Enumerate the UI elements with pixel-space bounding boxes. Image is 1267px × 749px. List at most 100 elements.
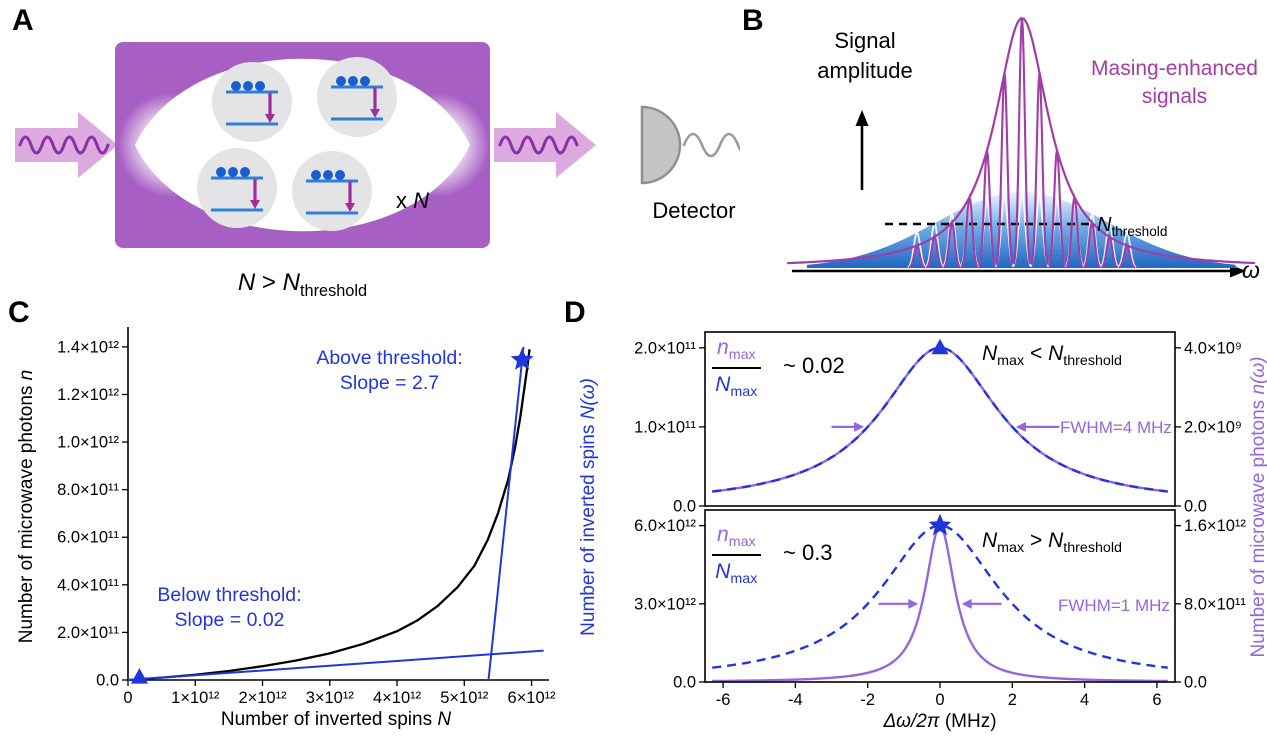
y-tick-label: 1.2×10¹²	[57, 386, 119, 404]
masing-peak	[1100, 234, 1119, 269]
masing-legend-line2: signals	[1141, 85, 1208, 108]
x-tick-label: 6	[1152, 691, 1161, 709]
spin-packet	[315, 55, 399, 139]
panelD-right-axis-title: Number of microwave photons n(ω)	[1248, 356, 1267, 658]
x-tick-label: 0	[935, 691, 944, 709]
left-tick-label: 0.0	[673, 498, 696, 516]
y-tick-label: 0.0	[96, 672, 119, 690]
star-marker	[510, 347, 534, 370]
series-photon-number-curve	[127, 349, 531, 682]
right-tick-label: 0.0	[1184, 498, 1207, 516]
x-tick-label: 1×10¹²	[171, 689, 220, 707]
x-tick-label: 4×10¹²	[373, 689, 422, 707]
unenhanced-signal-peak	[1099, 221, 1120, 268]
maser-cavity	[115, 42, 490, 248]
masing-peak	[1048, 150, 1066, 267]
signal-axis-label-line2: amplitude	[817, 58, 913, 83]
x-tick-label: -4	[788, 691, 803, 709]
cavity-glow-left	[118, 93, 222, 197]
y-tick-label: 8.0×10¹¹	[57, 481, 119, 499]
fwhm-label-top: FWHM=4 MHz	[1060, 418, 1172, 437]
masing-comb-group	[786, 17, 1256, 269]
y-tick-label: 6.0×10¹¹	[57, 529, 119, 547]
left-tick-label: 3.0×10¹²	[634, 595, 696, 613]
panelA-caption: N > Nthreshold	[237, 269, 368, 300]
spin-packet	[290, 149, 374, 233]
triangle-marker	[130, 668, 148, 684]
series-inverted-spins	[712, 524, 1168, 669]
panel-label-A: A	[12, 4, 34, 37]
input-beam-arrow	[15, 112, 118, 178]
masing-legend-line1: Masing-enhanced	[1091, 57, 1258, 80]
y-tick-label: 1.4×10¹²	[57, 338, 119, 356]
right-tick-label: 1.6×10¹²	[1184, 517, 1246, 535]
output-beam-arrow	[494, 112, 596, 178]
unenhanced-signal-peak	[1117, 230, 1137, 268]
spin-packet	[210, 60, 294, 144]
series-inverted-spins	[712, 346, 1168, 493]
detector-signal-wave	[682, 132, 740, 158]
left-tick-label: 6.0×10¹²	[634, 517, 696, 535]
threshold-comparison-bottom: Nmax > Nthreshold	[982, 529, 1122, 557]
right-tick-label: 0.0	[1184, 674, 1207, 692]
above-threshold-annotation: Above threshold: Slope = 2.7	[316, 347, 463, 395]
y-tick-label: 4.0×10¹¹	[57, 576, 119, 594]
panelC-y-axis-title: Number of microwave photons n	[16, 369, 37, 644]
threshold-comparison-top: Nmax < Nthreshold	[982, 342, 1122, 370]
right-tick-label: 4.0×10⁹	[1184, 339, 1242, 357]
detector-label: Detector	[652, 198, 736, 223]
x-tick-label: 6×10¹²	[507, 689, 556, 707]
panelA-graphic	[15, 42, 740, 248]
ratio-fraction-bottom: nmax Nmax	[712, 521, 761, 589]
masing-peak	[943, 219, 961, 268]
panel-label-C: C	[8, 296, 30, 329]
masing-peak	[1065, 193, 1084, 268]
masing-peak	[960, 193, 979, 268]
fwhm-label-bottom: FWHM=1 MHz	[1058, 596, 1170, 615]
signal-axis-label-line1: Signal	[834, 28, 896, 53]
x-tick-label: 0	[123, 689, 132, 707]
detector-icon	[640, 105, 740, 185]
ratio-value-bottom: ~ 0.3	[783, 540, 833, 565]
masing-peak	[1030, 72, 1049, 265]
masing-peak	[925, 234, 944, 269]
signal-amplitude-axis	[855, 110, 869, 190]
spin-packet	[195, 146, 279, 230]
right-tick-label: 8.0×10¹¹	[1184, 595, 1246, 613]
fwhm-arrowhead	[854, 421, 865, 432]
threshold-label: Nthreshold	[1097, 214, 1168, 239]
masing-peak	[1118, 243, 1136, 269]
right-tick-label: 2.0×10⁹	[1184, 418, 1242, 436]
plot-frame	[704, 331, 1176, 507]
ratio-value-top: ~ 0.02	[783, 353, 845, 378]
x-tick-label: 3×10¹²	[306, 689, 355, 707]
triangle-marker	[931, 338, 949, 355]
panelD-chart: 0.0 1.0×10¹¹ 2.0×10¹¹ 0.0 2.0×10⁹ 4.0×10⁹ 0.0 3…	[634, 331, 1246, 709]
fwhm-arrowhead	[961, 598, 972, 609]
panelD-x-axis-title: Δω/2π (MHz)	[883, 711, 997, 732]
series-above-threshold-fit	[487, 346, 525, 681]
masing-peak	[995, 72, 1014, 265]
x-tick-label: -6	[716, 691, 731, 709]
panel-label-B: B	[742, 4, 764, 37]
below-threshold-annotation: Below threshold: Slope = 0.02	[157, 584, 302, 632]
x-tick-label: 4	[1080, 691, 1089, 709]
left-tick-label: 1.0×10¹¹	[634, 418, 696, 436]
output-wave-icon	[498, 135, 579, 155]
masing-peak	[1012, 17, 1032, 264]
input-wave-icon	[18, 135, 110, 155]
panelD-left-axis-title: Number of inverted spins N(ω)	[578, 378, 599, 636]
y-tick-label: 2.0×10¹¹	[57, 624, 119, 642]
panelB-graphic	[786, 17, 1256, 278]
left-tick-label: 0.0	[673, 674, 696, 692]
x-tick-label: 5×10¹²	[440, 689, 489, 707]
masing-peak	[978, 150, 996, 267]
panelC-x-axis-title: Number of inverted spins N	[220, 709, 452, 730]
ratio-fraction-top: nmax Nmax	[712, 334, 761, 402]
x-tick-label: 2×10¹²	[238, 689, 287, 707]
x-tick-label: 2	[1008, 691, 1017, 709]
x-tick-label: -2	[860, 691, 875, 709]
left-tick-label: 2.0×10¹¹	[634, 339, 696, 357]
panelC-chart: 0 1×10¹² 2×10¹² 3×10¹² 4×10¹² 5×10¹² 6×10¹² 0.0…	[57, 327, 556, 707]
